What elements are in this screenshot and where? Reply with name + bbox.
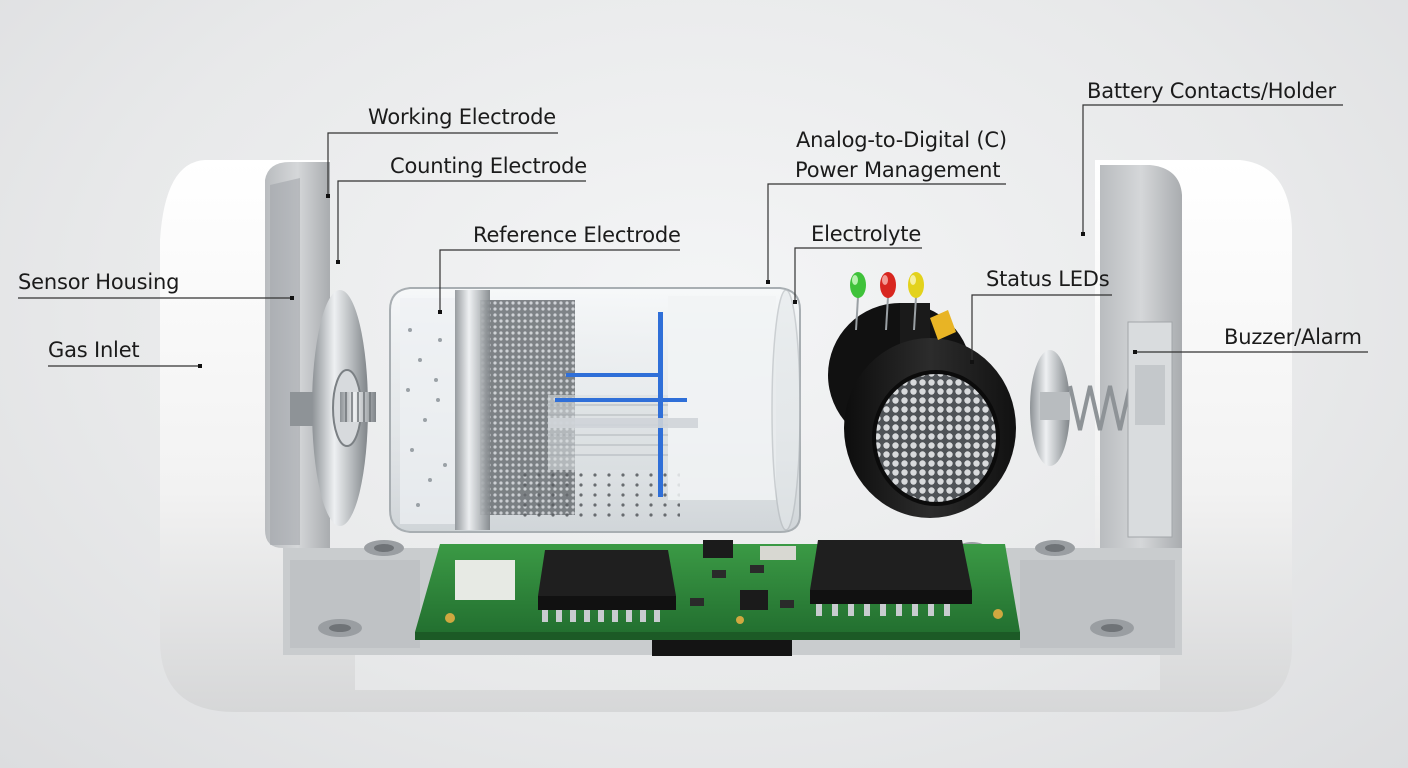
electrochemical-cell bbox=[390, 288, 800, 532]
status-led-yellow bbox=[908, 272, 924, 298]
label-buzzer-alarm: Buzzer/Alarm bbox=[1224, 327, 1362, 348]
status-led-red bbox=[880, 272, 896, 298]
label-electrolyte: Electrolyte bbox=[811, 224, 921, 245]
label-adc: Analog-to-Digital (C) bbox=[796, 130, 1007, 151]
label-gas-inlet: Gas Inlet bbox=[48, 340, 139, 361]
label-working-electrode: Working Electrode bbox=[368, 107, 556, 128]
label-status-leds: Status LEDs bbox=[986, 269, 1109, 290]
label-power-management: Power Management bbox=[795, 160, 1000, 181]
label-counting-electrode: Counting Electrode bbox=[390, 156, 587, 177]
label-battery-contacts: Battery Contacts/Holder bbox=[1087, 81, 1336, 102]
label-sensor-housing: Sensor Housing bbox=[18, 272, 179, 293]
status-led-green bbox=[850, 272, 866, 298]
label-reference-electrode: Reference Electrode bbox=[473, 225, 681, 246]
buzzer-module bbox=[828, 297, 1016, 518]
